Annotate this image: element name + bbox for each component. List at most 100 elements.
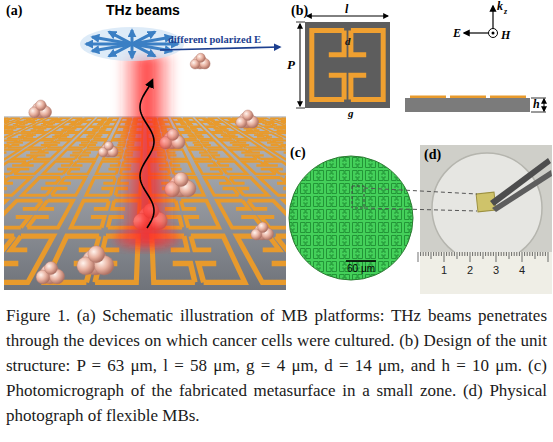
metasurface-pattern [33,155,45,158]
metasurface-pattern [99,127,114,132]
metasurface-pattern [223,169,232,174]
metasurface-pattern [4,178,13,184]
metasurface-pattern [256,140,282,147]
ruler-tick [472,252,473,256]
beam-spot [113,227,181,249]
panel-label: (b) [291,4,308,18]
metasurface-pattern [74,162,83,166]
metasurface-pattern [96,133,102,135]
ruler-tick [545,252,546,256]
dimension-line [307,16,388,17]
ruler-number: 2 [467,265,473,276]
metasurface-pattern [87,145,96,148]
ruler-tick [503,252,504,256]
metasurface-pattern [108,169,117,174]
metasurface-pattern [274,169,283,174]
metasurface-pattern [61,130,67,132]
metasurface-pattern [47,140,70,147]
metasurface-pattern [11,236,28,250]
metasurface-pattern [16,122,24,123]
metasurface-pattern [31,130,37,132]
cancer-cell [174,172,188,186]
ruler-tick [516,252,517,256]
metasurface-pattern [270,150,286,159]
cancer-cell [196,53,205,62]
metasurface-pattern [44,140,54,142]
metasurface-pattern [214,127,219,129]
metasurface-pattern [284,201,286,228]
ruler [420,252,552,294]
metasurface-pattern [58,133,77,139]
metasurface-pattern [208,162,217,166]
metasurface-pattern [217,162,229,166]
ruler-tick [480,252,481,256]
metasurface-pattern [4,188,7,195]
metasurface-pattern [50,122,55,123]
metasurface-pattern [278,127,286,129]
unit-design-panel [296,6,546,112]
ruler-tick [441,252,442,256]
dimension-line [544,99,545,111]
metasurface-pattern [236,140,246,142]
metasurface-pattern [181,201,219,228]
metasurface-pattern [69,125,74,126]
dimension-label: g [348,108,354,119]
metasurface-pattern [257,137,267,139]
metasurface-pattern [241,150,249,153]
metasurface-pattern [270,118,286,121]
cancer-cell [88,246,105,263]
ruler-tick [535,252,536,259]
metasurface-pattern [54,118,69,121]
metasurface-pattern [23,137,33,139]
metasurface-pattern [47,145,57,148]
ruler-tick [511,252,512,256]
metasurface-pattern [223,137,232,139]
metasurface-pattern [16,140,23,142]
metasurface-pattern [209,125,216,126]
metasurface-pattern [254,130,260,132]
ruler-tick [529,252,530,256]
metasurface-pattern [266,122,274,123]
metasurface-pattern [11,127,16,129]
ruler-tick [475,252,476,256]
metasurface-pattern [272,125,277,126]
art-g [312,31,383,100]
metasurface-pattern [63,133,69,135]
metasurface-pattern [173,264,195,283]
metasurface-pattern [23,122,28,123]
metasurface-pattern [194,145,203,148]
ruler-tick [454,252,455,256]
metasurface-pattern [217,201,263,228]
ruler-tick [532,252,533,256]
extension-line [531,112,546,113]
metasurface-pattern [67,162,94,174]
metasurface-pattern [49,120,54,121]
metasurface-pattern [186,217,200,228]
polarization-vector [92,37,172,51]
metasurface-pattern [193,140,200,142]
dimension-line [300,24,301,106]
metasurface-pattern [237,236,286,282]
metasurface-pattern [238,188,249,195]
dimension-label: h [533,98,540,110]
ruler-tick [433,252,434,256]
extension-line [296,22,305,23]
metasurface-pattern [74,125,81,126]
metasurface-pattern [232,137,238,139]
metasurface-pattern [33,150,60,159]
zoom-leader [364,188,477,211]
ruler-tick [436,252,437,256]
metasurface-pattern [30,133,36,135]
metasurface-pattern [67,169,80,174]
metasurface-pattern [259,178,286,196]
metasurface-pattern [103,125,109,126]
ruler-tick [501,252,502,256]
metasurface-pattern [70,155,78,158]
metasurface-pattern [94,133,111,139]
art-g [113,55,181,249]
ruler-tick [488,252,489,256]
metasurface-pattern [191,236,211,250]
ruler-tick [451,252,452,256]
metasurface-pattern [219,127,226,129]
